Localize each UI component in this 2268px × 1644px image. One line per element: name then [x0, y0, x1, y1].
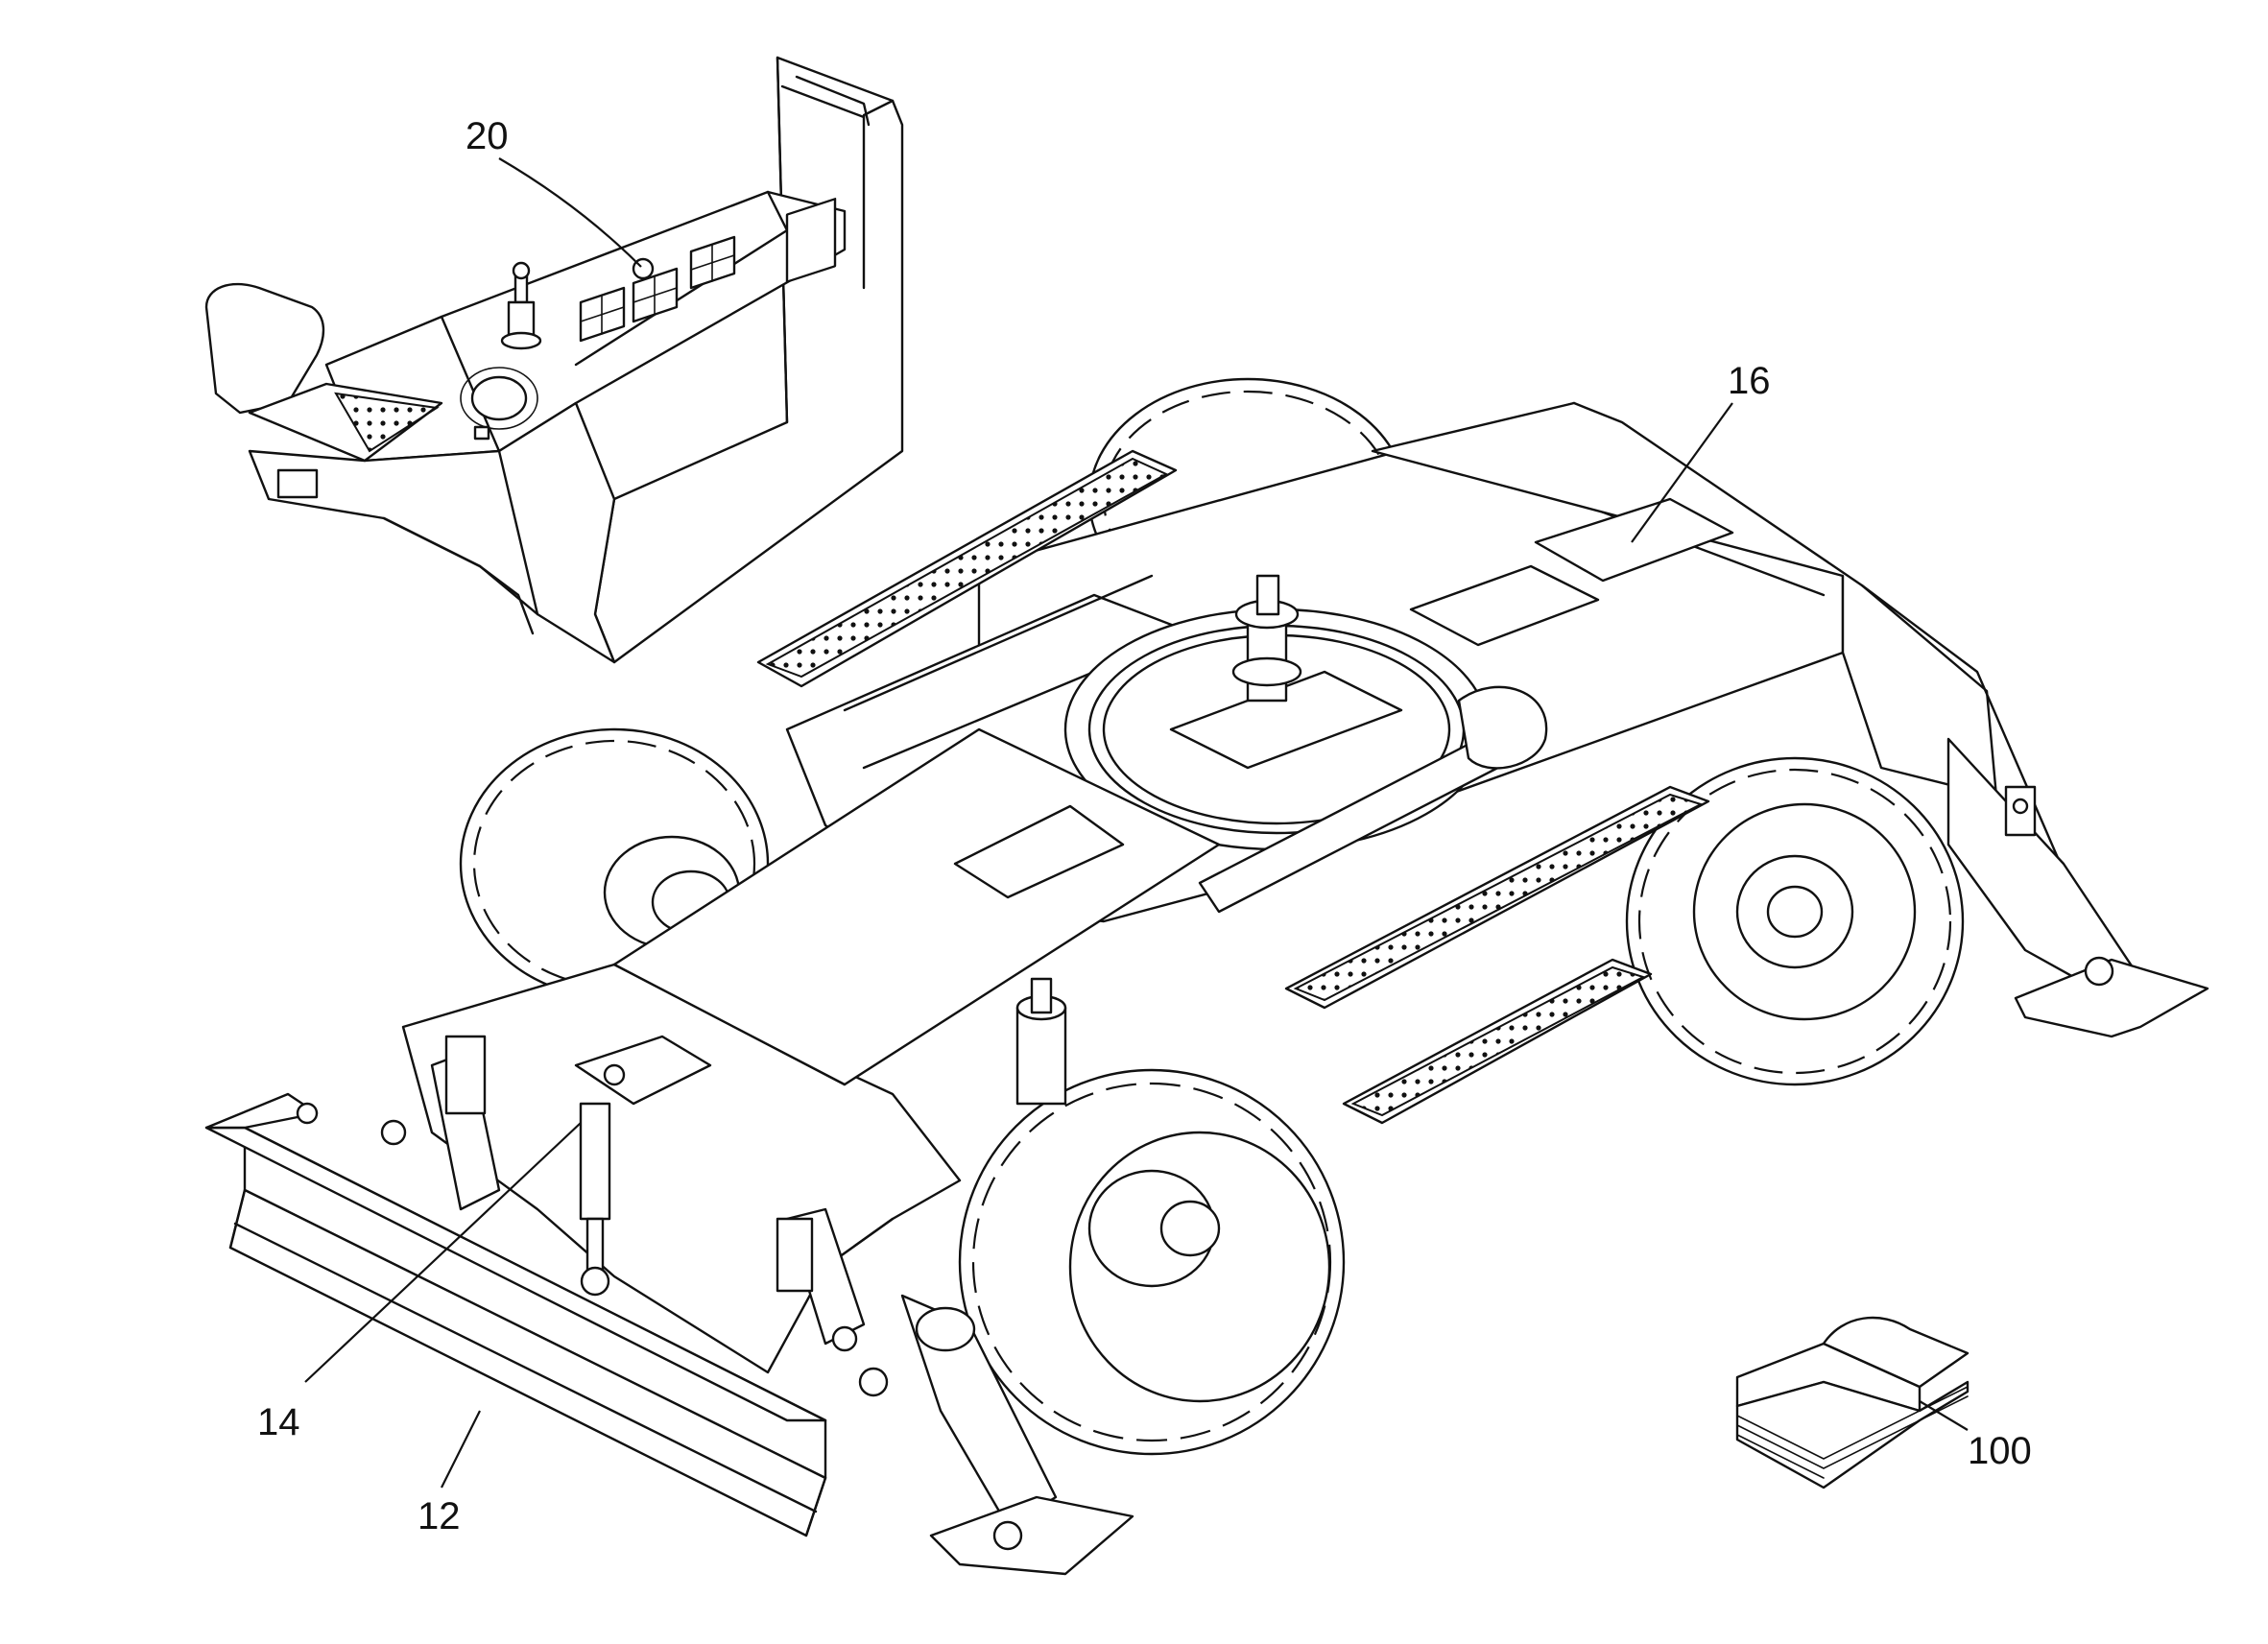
leader-14 — [304, 1122, 582, 1383]
blade-cylinder — [574, 1035, 712, 1297]
reference-numerals: 20 16 14 12 100 — [257, 115, 2032, 1537]
chassis — [204, 377, 2209, 1576]
access-panel — [953, 804, 1125, 899]
leader-20 — [498, 157, 642, 268]
operator-seat — [204, 282, 325, 415]
console-door — [785, 198, 837, 283]
access-panel — [1409, 564, 1600, 647]
label-16: 16 — [1728, 360, 1771, 402]
label-12: 12 — [418, 1495, 461, 1537]
leader-16 — [1631, 402, 1733, 543]
dozer-blade — [204, 1092, 827, 1537]
front-right-wheel — [958, 1068, 1346, 1456]
rear-right-wheel — [1625, 756, 1965, 1086]
control-console — [204, 56, 904, 664]
instrument-windows — [579, 235, 736, 343]
label-100: 100 — [1968, 1430, 2032, 1472]
joystick — [500, 261, 542, 350]
leader-12 — [441, 1410, 481, 1489]
label-14: 14 — [257, 1401, 300, 1443]
leader-100 — [1919, 1400, 1969, 1431]
label-20: 20 — [466, 115, 509, 157]
steering-cylinder — [1015, 977, 1067, 1106]
manual-book — [1735, 1316, 1970, 1489]
leader-lines — [304, 157, 1969, 1489]
